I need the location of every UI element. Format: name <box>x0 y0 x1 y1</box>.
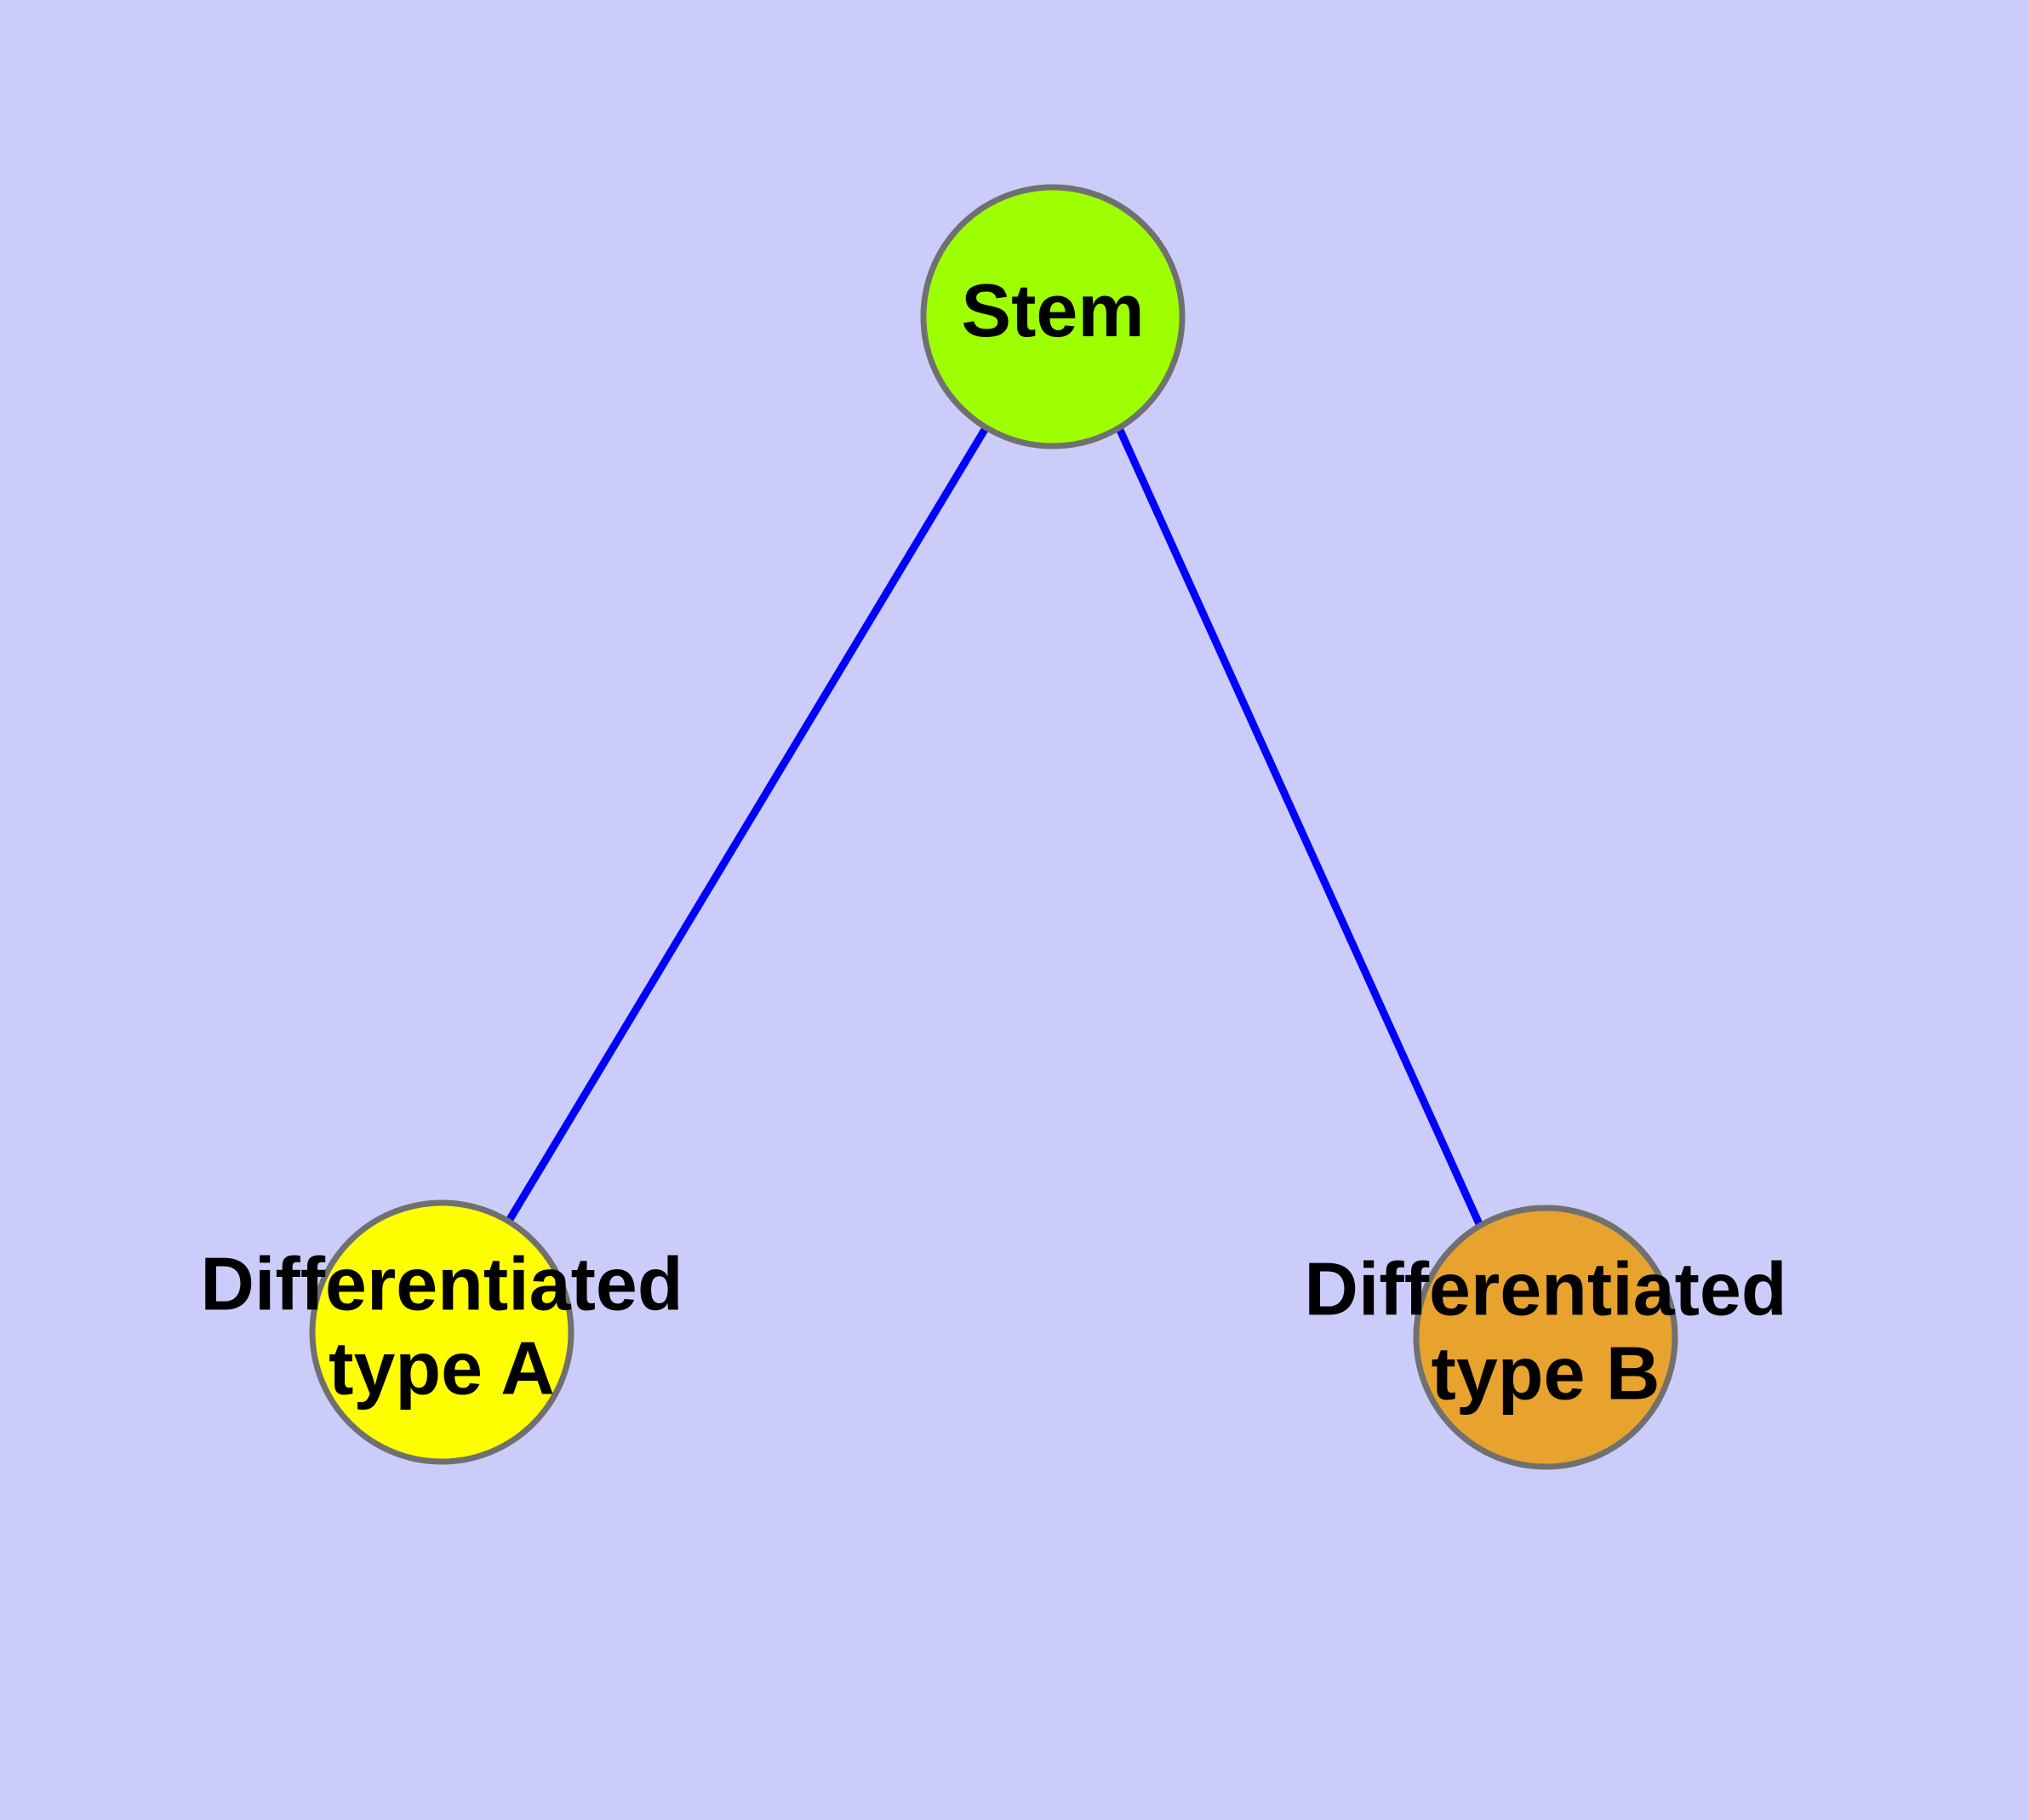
node-stem-label: Stem <box>961 268 1144 352</box>
edge-stem-to-differentiated-a[interactable] <box>506 426 989 1223</box>
node-stem[interactable] <box>920 184 1186 449</box>
node-layer <box>309 184 1678 1470</box>
edge-layer <box>506 426 1484 1228</box>
node-stem-circle[interactable] <box>920 184 1186 449</box>
node-differentiated-type-a-circle[interactable] <box>309 1199 574 1465</box>
node-differentiated-type-b-circle[interactable] <box>1413 1205 1678 1470</box>
node-differentiated-type-b[interactable] <box>1413 1205 1678 1470</box>
edge-stem-to-differentiated-b[interactable] <box>1115 426 1484 1228</box>
node-differentiated-type-a[interactable] <box>309 1199 574 1465</box>
